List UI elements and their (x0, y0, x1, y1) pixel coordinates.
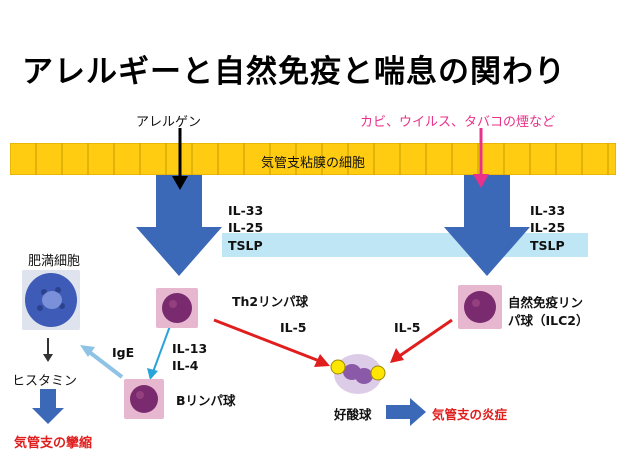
th2-cell-image (156, 288, 198, 328)
inflammation-label: 気管支の炎症 (432, 407, 508, 422)
th2-to-eos-arrow (213, 318, 330, 367)
irritants-label: カビ、ウイルス、タバコの煙など (360, 115, 556, 130)
cytokine-il33-right: IL-33 (530, 203, 566, 218)
histamine-to-spasm-arrow (32, 389, 64, 424)
mast-to-histamine-arrow (43, 338, 53, 362)
epithelium-label: 気管支粘膜の細胞 (260, 156, 365, 171)
eosinophil-label: 好酸球 (334, 407, 372, 422)
cytokine-tslp-left: TSLP (228, 238, 263, 253)
th2-label: Th2リンパ球 (232, 294, 309, 309)
left-big-arrow (136, 172, 222, 276)
mast-cell-image (22, 270, 80, 330)
cytokine-il33-left: IL-33 (228, 203, 264, 218)
ilc2-label-line1: 自然免疫リン (508, 295, 584, 310)
b-cell-image (124, 379, 164, 419)
cytokine-il25-left: IL-25 (228, 220, 264, 235)
allergen-arrow (172, 128, 188, 190)
page-title: アレルギーと自然免疫と喘息の関わり (22, 54, 566, 90)
il4-label: IL-4 (172, 358, 199, 373)
cytokine-il25-right: IL-25 (530, 220, 566, 235)
ilc2-cell-image (458, 285, 502, 329)
eosinophil-image (326, 350, 390, 398)
right-big-arrow (444, 172, 530, 276)
il13-label: IL-13 (172, 341, 208, 356)
mast-cell-label: 肥満細胞 (28, 254, 81, 269)
ige-arrow (80, 345, 124, 379)
ige-label: IgE (112, 345, 135, 360)
ilc2-to-eos-arrow (390, 318, 453, 363)
cytokine-tslp-right: TSLP (530, 238, 565, 253)
histamine-label: ヒスタミン (12, 374, 78, 389)
th2-to-bcell-arrow (147, 325, 171, 380)
allergen-label: アレルゲン (136, 115, 202, 130)
cytokine-band (222, 233, 588, 257)
b-cell-label: Bリンパ球 (176, 393, 236, 408)
bronchospasm-label: 気管支の攣縮 (14, 436, 93, 451)
il5-left-label: IL-5 (280, 320, 307, 335)
eos-to-inflammation-arrow (386, 398, 426, 426)
ilc2-label-line2: パ球（ILC2） (508, 313, 589, 328)
bronchial-epithelium (10, 143, 616, 175)
irritant-arrow (473, 128, 489, 188)
il5-right-label: IL-5 (394, 320, 421, 335)
